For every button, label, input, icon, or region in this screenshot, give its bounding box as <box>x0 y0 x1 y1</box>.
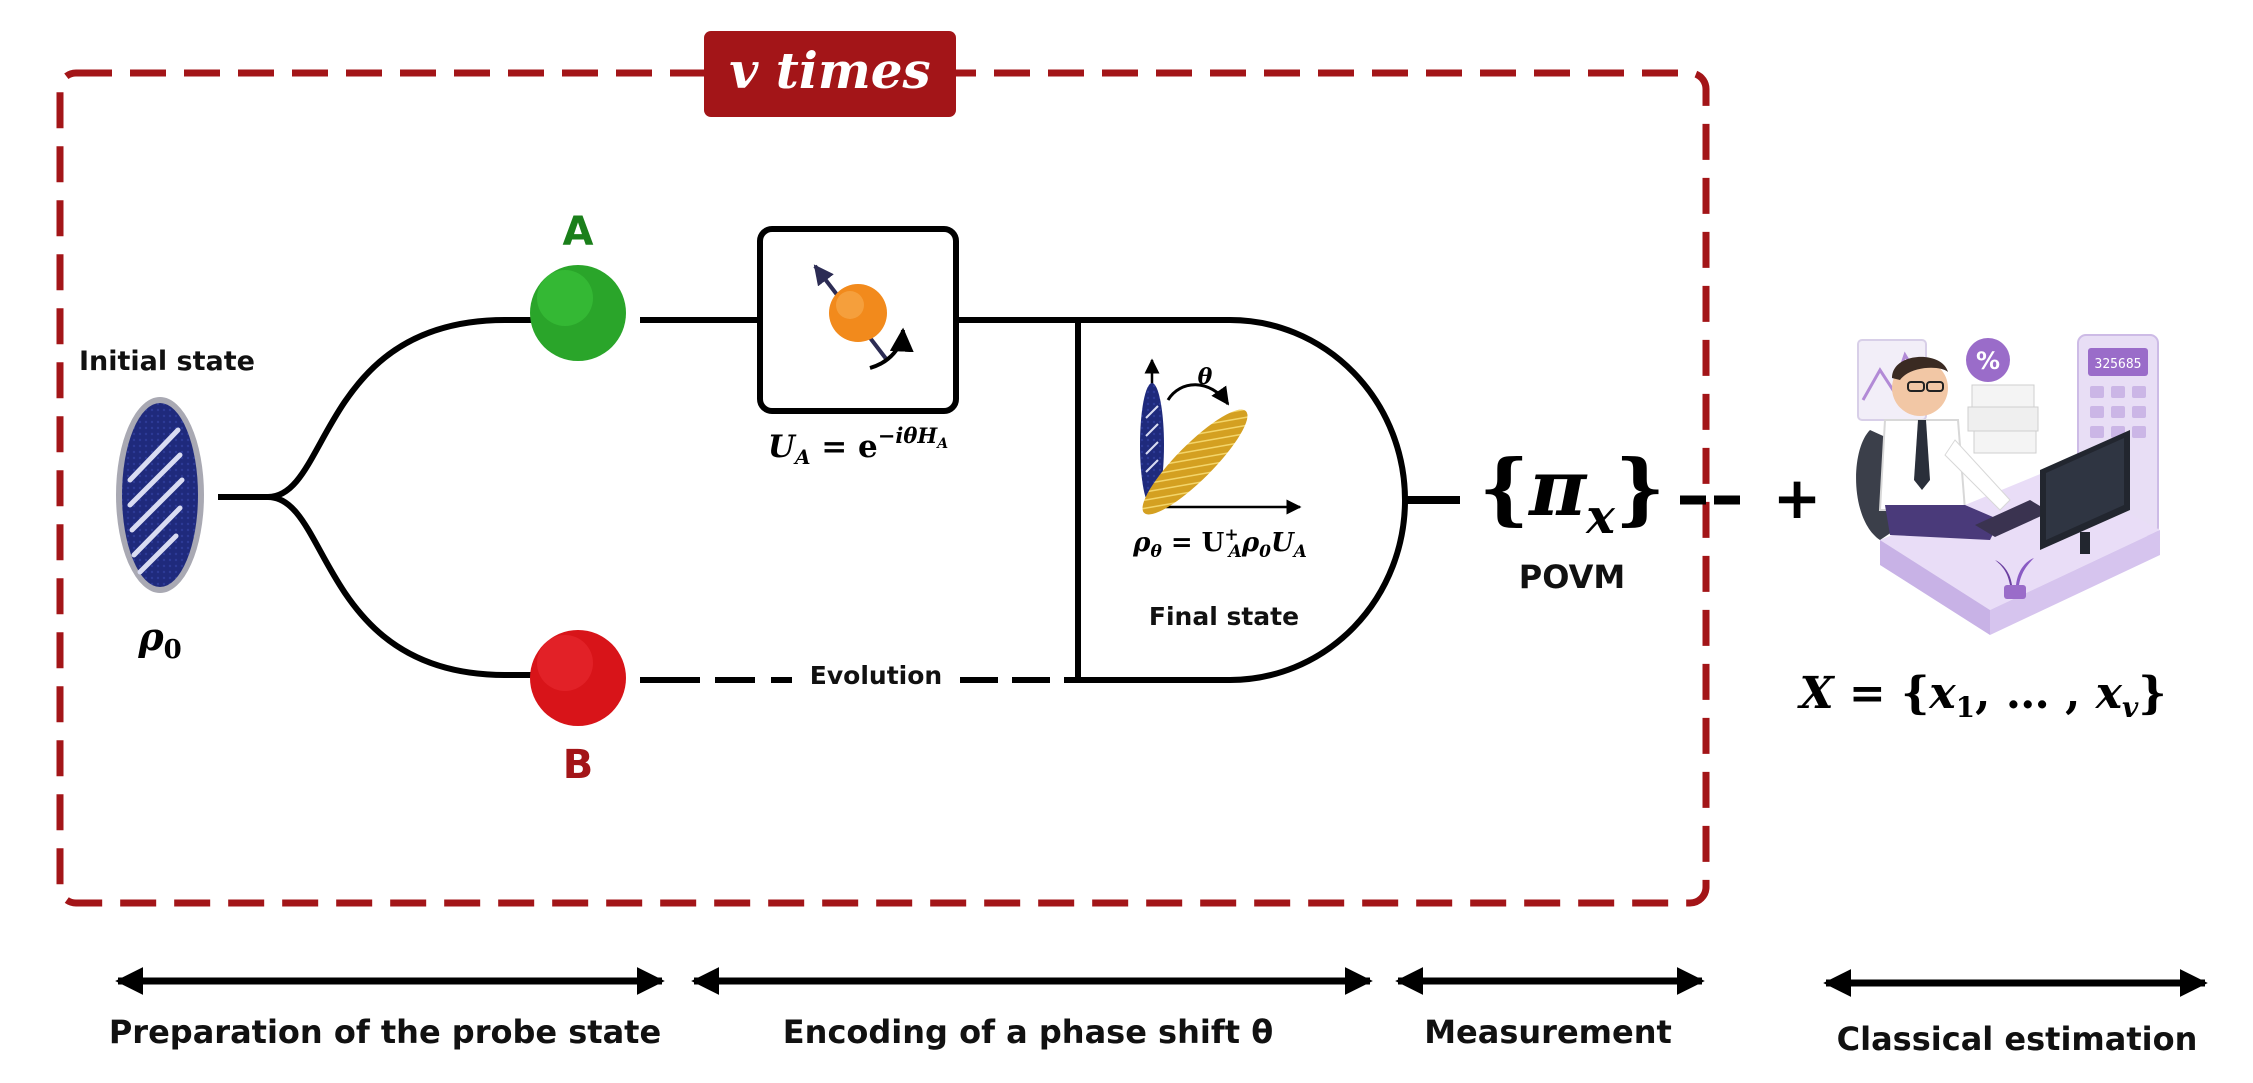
spin-rotation-icon <box>813 264 914 370</box>
qubit-a-label: A <box>563 209 594 255</box>
probe-state-icon <box>116 397 204 593</box>
percent-badge: % <box>1976 347 2000 375</box>
stage-label-classical: Classical estimation <box>1837 1020 2198 1058</box>
povm-symbol: {πx} <box>1479 443 1665 545</box>
evolution-label: Evolution <box>810 661 942 690</box>
unitary-formula: UA = e−iθHA <box>768 423 948 469</box>
qubit-b-label: B <box>563 742 594 788</box>
calculator-display: 325685 <box>2095 357 2142 372</box>
loop-label-badge <box>704 31 956 117</box>
initial-state-label: Initial state <box>79 346 255 377</box>
person-at-computer-icon: 325685 % <box>1856 334 2160 635</box>
loop-label: v times <box>729 41 930 100</box>
qubit-b-highlight <box>537 635 593 691</box>
phase-rotation-icon <box>1140 358 1302 515</box>
rho-zero-symbol: ρ0 <box>137 614 181 665</box>
stage-label-measurement: Measurement <box>1424 1013 1672 1051</box>
final-state-label: Final state <box>1149 602 1299 631</box>
splitter-path <box>218 317 532 678</box>
final-state-formula: ρθ = U+Aρ0UA <box>1132 525 1307 562</box>
povm-label: POVM <box>1519 558 1625 596</box>
qubit-a-highlight <box>537 270 593 326</box>
classical-data-formula: X = {x1, … , xv} <box>1796 668 2166 724</box>
stage-label-encoding: Encoding of a phase shift θ <box>783 1013 1273 1051</box>
stage-label-preparation: Preparation of the probe state <box>109 1013 661 1051</box>
repetition-loop-border <box>56 69 1710 907</box>
theta-symbol: θ <box>1198 364 1213 390</box>
plus-sign: + <box>1773 464 1822 532</box>
